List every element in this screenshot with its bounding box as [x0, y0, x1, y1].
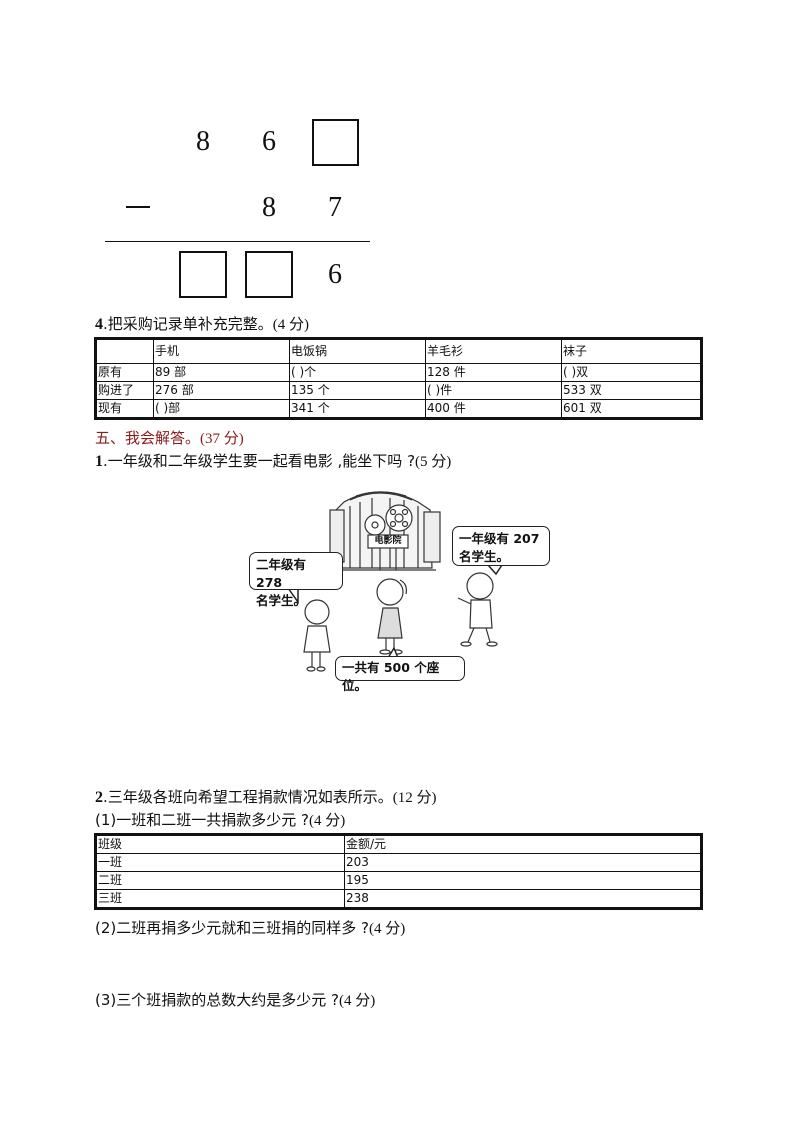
sub-question-text: (3)三个班捐款的总数大约是多少元 ?: [95, 991, 339, 1009]
header-cell: [95, 338, 154, 364]
amount-cell: 203: [344, 853, 702, 872]
problem-text: .三年级各班向希望工程捐款情况如表所示。: [103, 788, 393, 806]
cinema-sign: 电影院: [374, 536, 402, 546]
table-cell: 128 件: [425, 363, 562, 382]
answer-box-hundreds[interactable]: [179, 251, 227, 298]
problem-text: .一年级和二年级学生要一起看电影 ,能坐下吗 ?: [103, 452, 416, 470]
table-cell: 135 个: [289, 381, 426, 400]
table-cell: 601 双: [561, 399, 702, 419]
row-label: 购进了: [95, 381, 154, 400]
section-5-heading: 五、我会解答。(37 分): [95, 428, 244, 449]
class-cell: 一班: [95, 853, 345, 872]
header-cell: 袜子: [561, 338, 702, 364]
table-header-row: 班级 金额/元: [95, 834, 702, 854]
table-row: 现有 ( )部 341 个 400 件 601 双: [95, 399, 702, 419]
problem-points: (12 分): [392, 790, 437, 806]
problem-points: (5 分): [415, 454, 452, 470]
sub-question-points: (4 分): [308, 813, 346, 829]
digit-r2-tens: 8: [262, 192, 276, 223]
section-title: 五、我会解答。: [95, 429, 201, 447]
blank-cell[interactable]: ( )双: [561, 363, 702, 382]
header-cell: 电饭锅: [289, 338, 426, 364]
table-row: 二班 195: [95, 871, 702, 890]
problem-2-title: 2.三年级各班向希望工程捐款情况如表所示。(12 分): [95, 787, 437, 808]
table-cell: 400 件: [425, 399, 562, 419]
problem-number: 2: [95, 789, 103, 806]
question-number: 4: [95, 316, 103, 333]
bubble-line: 名学生。: [459, 549, 510, 564]
class-cell: 二班: [95, 871, 345, 890]
bubble-line: 名学生。: [256, 593, 307, 608]
amount-cell: 195: [344, 871, 702, 890]
question-4-title: 4.把采购记录单补充完整。(4 分): [95, 314, 309, 335]
answer-box-ones[interactable]: [312, 119, 359, 166]
table-row: 购进了 276 部 135 个 ( )件 533 双: [95, 381, 702, 400]
table-cell: 533 双: [561, 381, 702, 400]
digit-r1-tens: 6: [262, 126, 276, 157]
header-cell: 金额/元: [344, 834, 702, 854]
sub-question-points: (4 分): [338, 993, 376, 1009]
minus-sign: [126, 206, 150, 208]
question-points: (4 分): [272, 317, 310, 333]
sub-question-text: (2)二班再捐多少元就和三班捐的同样多 ?: [95, 919, 369, 937]
header-cell: 班级: [95, 834, 345, 854]
donation-table: 班级 金额/元 一班 203 二班 195 三班 238: [94, 833, 703, 910]
blank-cell[interactable]: ( )件: [425, 381, 562, 400]
table-row: 一班 203: [95, 853, 702, 872]
speech-bubble-grade2: 二年级有 278 名学生。: [249, 552, 343, 608]
cinema-illustration: 二年级有 278 名学生。 一年级有 207 名学生。 一共有 500 个座位。…: [240, 480, 560, 693]
sum-line: [105, 241, 370, 242]
table-cell: 89 部: [153, 363, 290, 382]
digit-r1-hundreds: 8: [196, 126, 210, 157]
digit-r2-ones: 7: [328, 192, 342, 223]
sub-question-points: (4 分): [368, 921, 406, 937]
table-header-row: 手机 电饭锅 羊毛衫 袜子: [95, 338, 702, 364]
header-cell: 手机: [153, 338, 290, 364]
answer-box-tens[interactable]: [245, 251, 293, 298]
table-cell: 276 部: [153, 381, 290, 400]
sub-question-text: (1)一班和二班一共捐款多少元 ?: [95, 811, 309, 829]
purchase-record-table: 手机 电饭锅 羊毛衫 袜子 原有 89 部 ( )个 128 件 ( )双 购进…: [94, 337, 703, 420]
header-cell: 羊毛衫: [425, 338, 562, 364]
table-row: 三班 238: [95, 889, 702, 909]
blank-cell[interactable]: ( )部: [153, 399, 290, 419]
table-cell: 341 个: [289, 399, 426, 419]
speech-bubble-grade1: 一年级有 207 名学生。: [452, 526, 550, 566]
class-cell: 三班: [95, 889, 345, 909]
problem-2-sub3: (3)三个班捐款的总数大约是多少元 ?(4 分): [95, 990, 375, 1011]
problem-2-sub2: (2)二班再捐多少元就和三班捐的同样多 ?(4 分): [95, 918, 405, 939]
problem-number: 1: [95, 453, 103, 470]
section-points: (37 分): [200, 431, 244, 447]
bubble-line: 二年级有 278: [256, 557, 307, 590]
problem-1-title: 1.一年级和二年级学生要一起看电影 ,能坐下吗 ?(5 分): [95, 451, 451, 472]
row-label: 现有: [95, 399, 154, 419]
digit-result-ones: 6: [328, 259, 342, 290]
problem-2-sub1: (1)一班和二班一共捐款多少元 ?(4 分): [95, 810, 345, 831]
question-text: .把采购记录单补充完整。: [103, 315, 273, 333]
blank-cell[interactable]: ( )个: [289, 363, 426, 382]
row-label: 原有: [95, 363, 154, 382]
cinema-scene-drawing: [287, 491, 503, 672]
amount-cell: 238: [344, 889, 702, 909]
speech-bubble-seats: 一共有 500 个座位。: [335, 656, 465, 693]
bubble-line: 一年级有 207: [459, 531, 540, 546]
table-row: 原有 89 部 ( )个 128 件 ( )双: [95, 363, 702, 382]
